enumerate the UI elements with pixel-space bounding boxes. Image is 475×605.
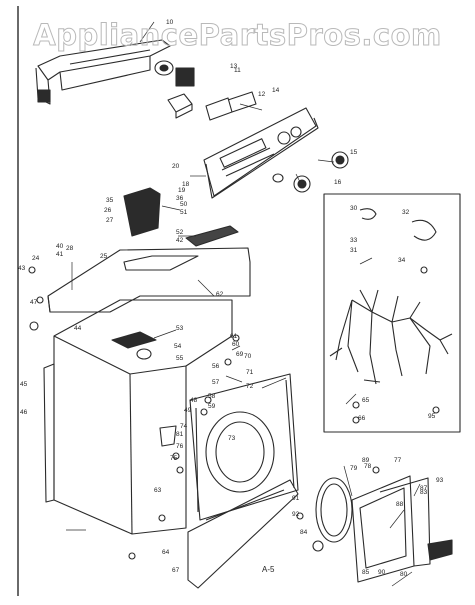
callout-73: 73 bbox=[228, 435, 236, 442]
callout-83: 83 bbox=[420, 489, 428, 496]
callout-14: 14 bbox=[272, 87, 280, 94]
callout-33: 33 bbox=[350, 237, 358, 244]
top-cover bbox=[47, 247, 251, 313]
callout-12: 12 bbox=[258, 91, 266, 98]
callout-43: 43 bbox=[18, 265, 26, 272]
callout-69: 69 bbox=[236, 351, 244, 358]
callout-48: 48 bbox=[190, 397, 198, 404]
callout-11: 11 bbox=[234, 67, 241, 74]
callout-45: 45 bbox=[20, 381, 28, 388]
callout-53: 53 bbox=[176, 325, 184, 332]
callout-56: 56 bbox=[212, 363, 220, 370]
callout-71: 71 bbox=[246, 369, 254, 376]
callout-31: 31 bbox=[350, 247, 358, 254]
callout-61: 61 bbox=[230, 333, 238, 340]
callout-81: 81 bbox=[176, 431, 184, 438]
callout-89: 89 bbox=[362, 457, 370, 464]
callout-75: 75 bbox=[170, 455, 178, 462]
callout-95: 95 bbox=[428, 413, 436, 420]
callout-85: 85 bbox=[362, 569, 370, 576]
fasteners bbox=[28, 266, 440, 560]
callout-30: 30 bbox=[350, 205, 358, 212]
callout-62: 62 bbox=[216, 291, 224, 298]
callout-28: 28 bbox=[66, 245, 74, 252]
callout-49: 49 bbox=[184, 407, 192, 414]
callout-84: 84 bbox=[300, 529, 308, 536]
callout-40: 40 bbox=[56, 243, 64, 250]
callout-65: 65 bbox=[362, 397, 370, 404]
callout-66: 66 bbox=[358, 415, 366, 422]
front-panel bbox=[189, 373, 299, 521]
model-code-label: A-5 bbox=[262, 565, 275, 574]
callout-92: 92 bbox=[292, 511, 300, 518]
callout-80: 80 bbox=[400, 571, 408, 578]
callout-91: 91 bbox=[292, 495, 300, 502]
callout-32: 32 bbox=[402, 209, 410, 216]
callout-60: 60 bbox=[232, 341, 240, 348]
callout-88: 88 bbox=[396, 501, 404, 508]
callout-76: 76 bbox=[176, 443, 184, 450]
callout-72: 72 bbox=[246, 383, 254, 390]
callout-34: 34 bbox=[398, 257, 406, 264]
callout-36: 36 bbox=[176, 195, 184, 202]
cabinet bbox=[43, 299, 233, 535]
console-bracket bbox=[35, 39, 171, 105]
callout-59: 59 bbox=[208, 403, 216, 410]
callout-51: 51 bbox=[180, 209, 188, 216]
callout-55: 55 bbox=[176, 355, 184, 362]
callout-10: 10 bbox=[166, 19, 174, 26]
control-knobs bbox=[272, 151, 349, 193]
callout-67: 67 bbox=[172, 567, 180, 574]
callout-19: 19 bbox=[178, 187, 186, 194]
callout-57: 57 bbox=[212, 379, 220, 386]
callout-77: 77 bbox=[394, 457, 402, 464]
callout-15: 15 bbox=[350, 149, 358, 156]
leader-lines bbox=[66, 21, 421, 587]
callout-90: 90 bbox=[378, 569, 386, 576]
callout-26: 26 bbox=[104, 207, 112, 214]
callout-18: 18 bbox=[182, 181, 190, 188]
callout-47: 47 bbox=[30, 299, 38, 306]
control-panel bbox=[203, 107, 319, 199]
callout-16: 16 bbox=[334, 179, 342, 186]
callout-42: 42 bbox=[176, 237, 184, 244]
callout-70: 70 bbox=[244, 353, 252, 360]
callout-78: 78 bbox=[364, 463, 372, 470]
callout-27: 27 bbox=[106, 217, 114, 224]
callout-79: 79 bbox=[350, 465, 358, 472]
callout-46: 46 bbox=[20, 409, 28, 416]
wiring-detail-box bbox=[323, 193, 461, 433]
callout-13: 13 bbox=[230, 63, 238, 70]
door-assembly bbox=[351, 475, 453, 583]
callout-41: 41 bbox=[56, 251, 64, 258]
callout-74: 74 bbox=[180, 423, 188, 430]
toe-kick bbox=[187, 479, 299, 589]
callout-54: 54 bbox=[174, 343, 182, 350]
callout-24: 24 bbox=[32, 255, 40, 262]
callout-93: 93 bbox=[436, 477, 444, 484]
door-gasket bbox=[315, 477, 353, 543]
callout-20: 20 bbox=[172, 163, 180, 170]
callout-87: 87 bbox=[420, 485, 428, 492]
callout-25: 25 bbox=[100, 253, 108, 260]
callout-50: 50 bbox=[180, 201, 188, 208]
callout-58: 58 bbox=[208, 393, 216, 400]
callout-44: 44 bbox=[74, 325, 82, 332]
callout-63: 63 bbox=[154, 487, 162, 494]
callout-35: 35 bbox=[106, 197, 114, 204]
selector-switch bbox=[154, 60, 257, 121]
hinge-bracket bbox=[123, 187, 239, 247]
callout-64: 64 bbox=[162, 549, 170, 556]
callout-52: 52 bbox=[176, 229, 184, 236]
